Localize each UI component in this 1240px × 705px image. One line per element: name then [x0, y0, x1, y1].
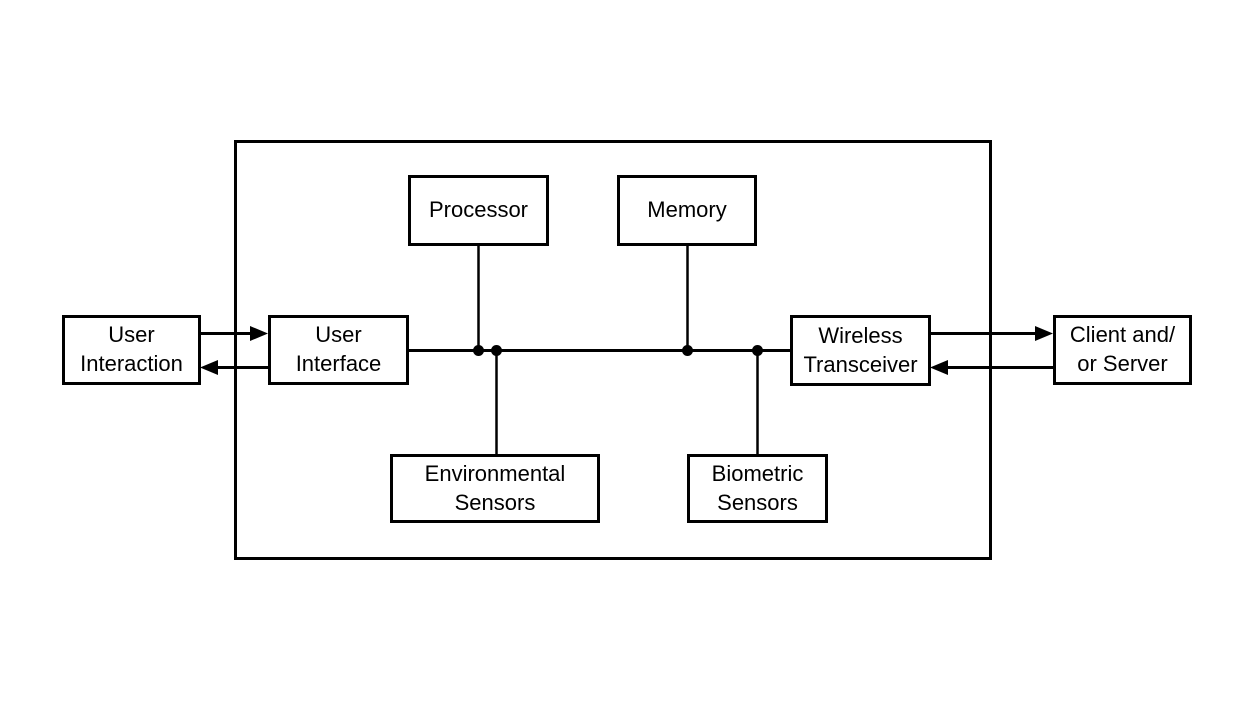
node-wireless-transceiver: Wireless Transceiver [790, 315, 931, 386]
node-user-interface-label: User Interface [295, 322, 382, 376]
arrow-user-interaction-to-user-interface [200, 326, 268, 341]
node-processor: Processor [408, 175, 549, 246]
node-biometric-sensors-label: Biometric Sensors [711, 460, 804, 515]
arrow-wireless-transceiver-to-client-server [930, 326, 1053, 341]
node-client-server: Client and/ or Server [1053, 315, 1192, 385]
bus-junction-dot [682, 345, 693, 356]
arrow-user-interface-to-user-interaction [200, 360, 268, 375]
node-wireless-transceiver-label: Wireless Transceiver [803, 322, 918, 377]
bus-junction-dot [473, 345, 484, 356]
node-biometric-sensors: Biometric Sensors [687, 454, 828, 523]
node-user-interaction-label: User Interaction [80, 322, 183, 376]
node-user-interaction: User Interaction [62, 315, 201, 385]
node-environmental-sensors-label: Environmental Sensors [424, 460, 566, 515]
bus-junction-dot [491, 345, 502, 356]
node-memory-label: Memory [647, 197, 727, 223]
bus-junction-dot [752, 345, 763, 356]
node-environmental-sensors: Environmental Sensors [390, 454, 600, 523]
node-user-interface: User Interface [268, 315, 409, 385]
node-memory: Memory [617, 175, 757, 246]
device-boundary-box [234, 140, 992, 560]
arrow-client-server-to-wireless-transceiver [930, 360, 1053, 375]
node-client-server-label: Client and/ or Server [1069, 322, 1176, 376]
node-processor-label: Processor [428, 197, 529, 223]
